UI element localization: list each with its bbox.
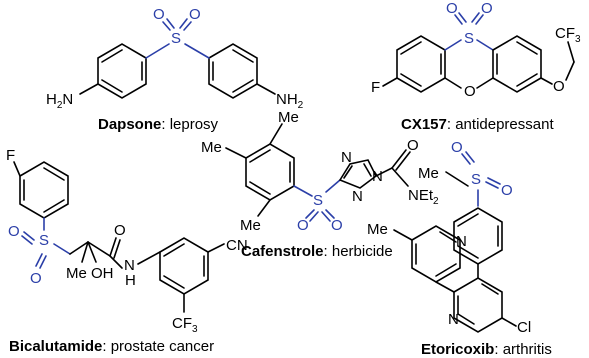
dapsone-structure	[79, 18, 276, 99]
cx157-s-atom: S	[464, 30, 474, 47]
cx157-ring-o-atom: O	[464, 83, 476, 100]
cafenstrole-me-atom-2: Me	[278, 109, 299, 126]
bicalutamide-o-atom-1: O	[8, 223, 20, 240]
dapsone-nh2-label: NH2	[276, 91, 304, 111]
etoricoxib-me-py-atom: Me	[367, 221, 388, 238]
cx157-ether-o-atom: O	[553, 78, 565, 95]
bicalutamide-amide-o-atom: O	[114, 222, 126, 239]
bicalutamide-caption: Bicalutamide: prostate cancer	[9, 338, 214, 355]
cafenstrole-net2-label: NEt2	[408, 187, 439, 207]
cafenstrole-n-atom-2: N	[352, 188, 363, 205]
etoricoxib-structure	[393, 151, 517, 333]
cx157-caption: CX157: antidepressant	[401, 116, 554, 133]
cx157-structure	[382, 12, 575, 93]
cafenstrole-me-atom-3: Me	[240, 217, 261, 234]
cx157-o-atom-2: O	[481, 0, 493, 17]
bicalutamide-h-atom: H	[125, 272, 136, 289]
etoricoxib-n-atom-1: N	[456, 233, 467, 250]
etoricoxib-o-atom-2: O	[501, 182, 513, 199]
dapsone-caption: Dapsone: leprosy	[98, 116, 219, 133]
bicalutamide-f-atom: F	[6, 147, 15, 164]
cafenstrole-o-atom-1: O	[297, 217, 309, 234]
cafenstrole-n-atom-1: N	[341, 149, 352, 166]
dapsone-o-atom-1: O	[153, 6, 165, 23]
cafenstrole-structure	[225, 123, 411, 222]
cx157-f-atom: F	[371, 79, 380, 96]
dapsone-s-atom: S	[171, 30, 181, 47]
bicalutamide-oh-label: OH	[91, 265, 114, 282]
bicalutamide-me-atom: Me	[66, 265, 87, 282]
cafenstrole-s-atom: S	[313, 192, 323, 209]
cafenstrole-o-atom-2: O	[331, 217, 343, 234]
etoricoxib-s-atom: S	[471, 171, 481, 188]
cafenstrole-amide-o-atom: O	[407, 137, 419, 154]
etoricoxib-n-atom-2: N	[448, 311, 459, 328]
cafenstrole-caption: Cafenstrole: herbicide	[241, 243, 393, 260]
bicalutamide-cf3-label: CF3	[172, 315, 198, 335]
etoricoxib-caption: Etoricoxib: arthritis	[421, 341, 552, 358]
dapsone-h2n-label: H2N	[46, 91, 73, 111]
etoricoxib-cl-atom: Cl	[517, 319, 531, 336]
cafenstrole-n-atom-3: N	[372, 168, 383, 185]
bicalutamide-s-atom: S	[39, 232, 49, 249]
dapsone-o-atom-2: O	[189, 6, 201, 23]
etoricoxib-me-s-atom: Me	[418, 165, 439, 182]
cafenstrole-me-atom-1: Me	[201, 139, 222, 156]
cx157-cf3-label: CF3	[555, 25, 581, 45]
etoricoxib-o-atom-1: O	[451, 139, 463, 156]
bicalutamide-n-atom: N	[124, 257, 135, 274]
bicalutamide-cn-label: CN	[226, 237, 248, 254]
bicalutamide-structure	[13, 161, 225, 313]
cx157-o-atom-1: O	[446, 0, 458, 17]
bicalutamide-o-atom-2: O	[30, 270, 42, 287]
